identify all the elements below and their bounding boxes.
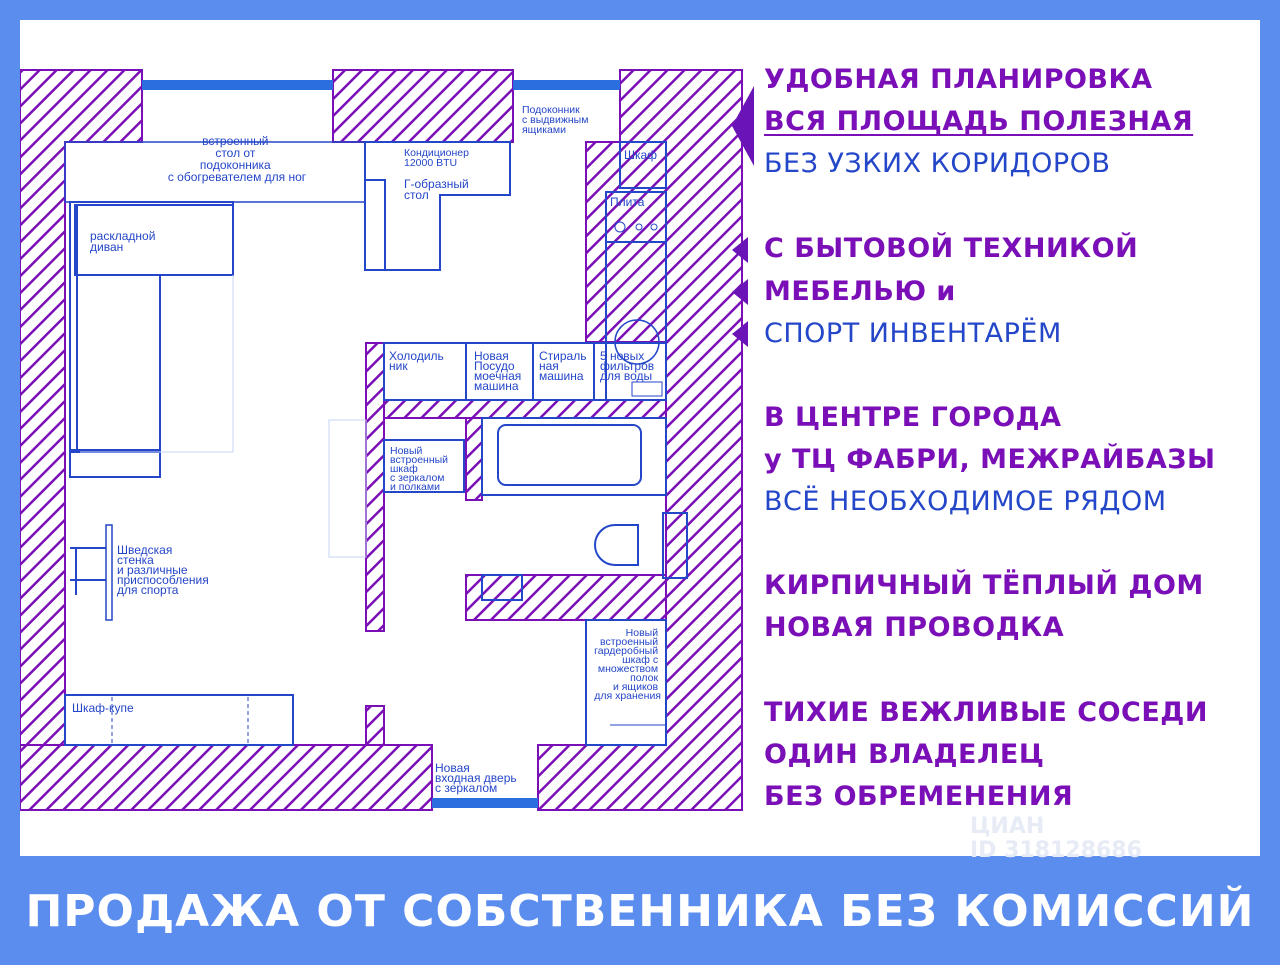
arrow-icon [732,321,748,347]
footer-banner: ПРОДАЖА ОТ СОБСТВЕННИКА БЕЗ КОМИССИЙ [0,858,1280,965]
feature-center: В ЦЕНТРЕ ГОРОДА [764,402,1062,433]
desk-label: встроенный стол от подоконника с обогрев… [168,134,307,184]
dishwasher-label: Новая Посудо моечная машина [474,349,525,393]
wardrobe-small-label: Шкаф [624,148,657,162]
feature-encumbrance: БЕЗ ОБРЕМЕНЕНИЯ [764,781,1074,812]
arrow-icon [732,237,748,263]
feature-neighbors: ТИХИЕ ВЕЖЛИВЫЕ СОСЕДИ [764,697,1208,728]
feature-owner: ОДИН ВЛАДЕЛЕЦ [764,739,1045,770]
air-conditioner-label: Кондиционер 12000 BTU [404,147,472,169]
feature-sport: СПОРТ ИНВЕНТАРЁМ [764,318,1062,349]
outer-walls [20,69,743,811]
feature-nearby: ВСЁ НЕОБХОДИМОЕ РЯДОМ [764,486,1167,517]
furniture [64,141,688,746]
content-card: встроенный стол от подоконника с обогрев… [20,20,1260,863]
watermark: ЦИАН ID 318128686 [970,815,1142,863]
sill-label: Подоконник с выдвижным ящиками [522,104,591,136]
mirror-closet-label: Новый встроенный шкаф с зеркалом и полка… [390,445,451,493]
feature-furniture: МЕБЕЛЬЮ и [764,276,956,307]
feature-brick: КИРПИЧНЫЙ ТЁПЛЫЙ ДОМ [764,570,1204,601]
footer-text: ПРОДАЖА ОТ СОБСТВЕННИКА БЕЗ КОМИССИЙ [25,886,1255,937]
arrow-icon [732,279,748,305]
watermark-brand: ЦИАН [970,814,1045,839]
feature-mall: у ТЦ ФАБРИ, МЕЖРАЙБАЗЫ [764,444,1216,475]
swedish-wall-label: Шведская стенка и различные приспособлен… [117,543,212,597]
watermark-id: ID 318128686 [970,838,1142,863]
feature-wiring: НОВАЯ ПРОВОДКА [764,612,1065,643]
feature-appliances: С БЫТОВОЙ ТЕХНИКОЙ [764,233,1139,264]
coupe-label: Шкаф-купе [72,701,134,715]
feature-layout: УДОБНАЯ ПЛАНИРОВКА [764,64,1153,95]
floor-plan: встроенный стол от подоконника с обогрев… [20,69,743,811]
sofa-label: раскладной диван [90,229,159,254]
l-desk-label: Г-образный стол [404,177,472,202]
washer-label: Стираль ная машина [539,349,590,383]
feature-area: ВСЯ ПЛОЩАДЬ ПОЛЕЗНАЯ [764,106,1194,137]
feature-corridors: БЕЗ УЗКИХ КОРИДОРОВ [764,148,1111,179]
hall-wardrobe-label: Новый встроенный гардеробный шкаф с множ… [594,627,661,702]
filters-label: 5 новых фильтров для воды [600,349,657,383]
stove-label: Плита [610,195,645,209]
arrow-icon [732,86,754,166]
windows [142,80,620,808]
fridge-label: Холодиль ник [389,349,447,373]
door-label: Новая входная дверь с зеркалом [435,761,520,795]
